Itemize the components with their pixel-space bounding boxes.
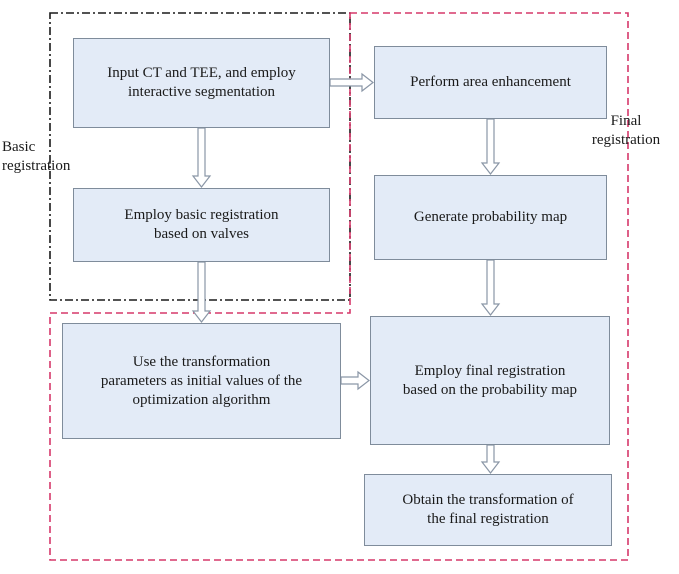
basic-registration-label: Basic registration — [2, 139, 71, 174]
arrow-probmap-to-finalreg — [480, 259, 501, 316]
arrow-enhance-to-probmap — [480, 118, 501, 175]
transformation-parameters-text: Use the transformation parameters as ini… — [100, 353, 303, 408]
arrow-input-to-basic — [191, 127, 212, 188]
final-registration-step: Employ final registration based on the p… — [370, 316, 610, 445]
final-registration-region — [49, 12, 629, 561]
probability-map-text: Generate probability map — [413, 209, 568, 225]
arrow-finalreg-to-obtain — [480, 444, 501, 474]
final-registration-label: Final registration — [591, 113, 661, 148]
probability-map-step: Generate probability map — [374, 175, 607, 260]
input-segmentation-step: Input CT and TEE, and employ interactive… — [73, 38, 330, 128]
final-registration-text: Employ final registration based on the p… — [402, 362, 578, 398]
obtain-transformation-step: Obtain the transformation of the final r… — [364, 474, 612, 546]
obtain-transformation-text: Obtain the transformation of the final r… — [402, 492, 574, 527]
input-segmentation-text: Input CT and TEE, and employ interactive… — [107, 65, 296, 100]
basic-registration-step: Employ basic registration based on valve… — [73, 188, 330, 262]
basic-registration-text: Employ basic registration based on valve… — [124, 207, 279, 242]
transformation-parameters-step: Use the transformation parameters as ini… — [62, 323, 341, 439]
area-enhancement-step: Perform area enhancement — [374, 46, 607, 119]
arrow-transform-to-finalreg — [340, 370, 370, 391]
arrow-input-to-enhance — [329, 72, 374, 93]
arrow-basic-to-transform — [191, 261, 212, 323]
area-enhancement-text: Perform area enhancement — [410, 74, 571, 90]
